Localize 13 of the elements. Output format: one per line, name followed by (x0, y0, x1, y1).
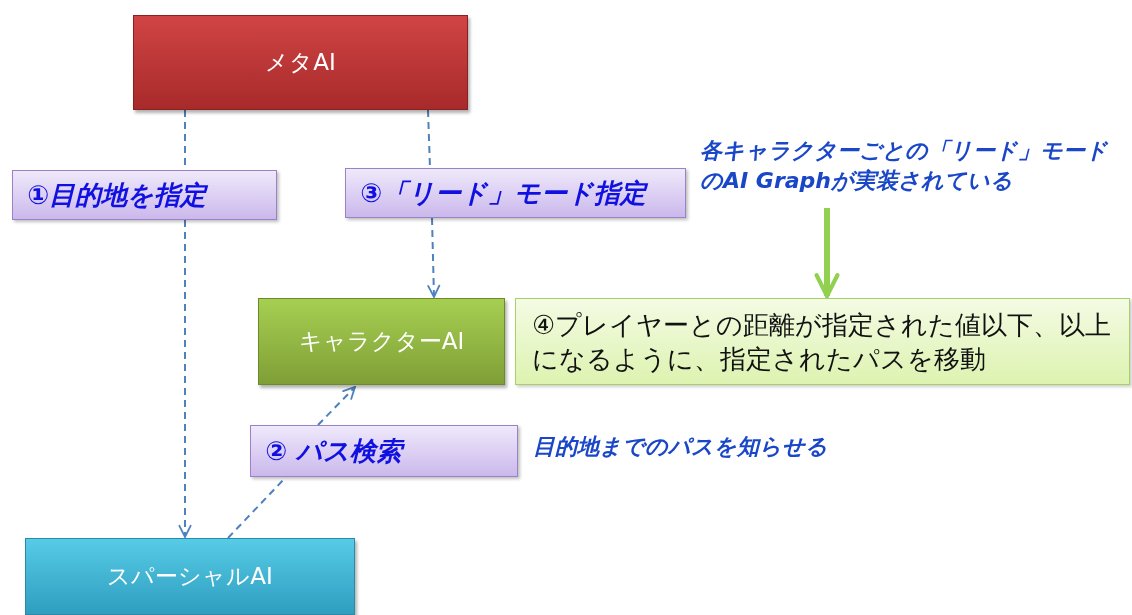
process-box: スパーシャルAI (25, 538, 355, 615)
process-box: メタAI (133, 15, 468, 110)
arrow (427, 217, 441, 298)
annotation-text: 目的地までのパスを知らせる (533, 433, 828, 461)
process-box: キャラクターAI (258, 298, 505, 385)
annotation-text: 各キャラクターごとの「リード」モードのAI Graphが実装されている (700, 136, 1130, 206)
step-label-box: ② パス検索 (250, 425, 518, 477)
step-label-box: ①目的地を指定 (12, 170, 277, 220)
arrow (317, 386, 356, 426)
step-label-box: ③「リード」モード指定 (345, 168, 686, 218)
arrow (178, 219, 192, 538)
arrow (814, 208, 840, 299)
description-box: ④プレイヤーとの距離が指定された値以下、以上になるように、指定されたパスを移動 (515, 298, 1130, 385)
